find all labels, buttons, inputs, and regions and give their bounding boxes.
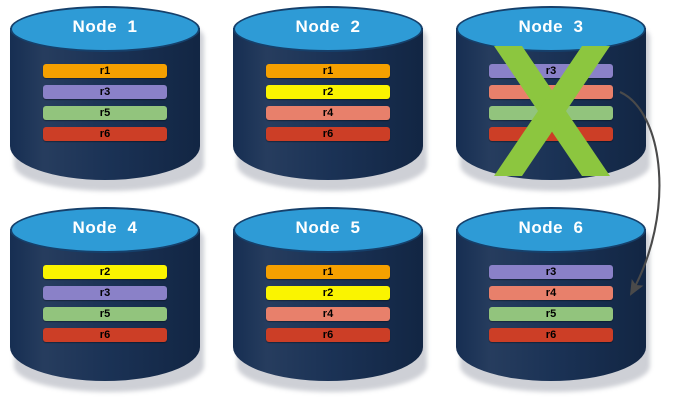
replica-bar-r2[interactable]: r2 [266,286,390,300]
replica-bar-r4[interactable]: r4 [266,106,390,120]
replica-bar-r1[interactable]: r1 [266,64,390,78]
replica-label-r1: r1 [322,266,334,278]
database-node-2[interactable]: Node 2 r1 r2 r4 r6 [233,6,427,191]
replica-label-r4: r4 [322,107,334,119]
replica-list: r3 r4 r5 r6 [489,265,613,349]
replica-label-r4: r4 [322,308,334,320]
replica-label-r1: r1 [99,65,111,77]
replica-bar-r6[interactable]: r6 [43,127,167,141]
replica-bar-r5[interactable]: r5 [43,307,167,321]
cylinder-body [456,229,646,381]
cylinder-top [10,6,200,52]
node-label: Node 1 [72,17,138,36]
replica-bar-r4[interactable]: r4 [266,307,390,321]
node-label: Node 2 [295,17,361,36]
node-label: Node 5 [295,218,361,237]
replica-bar-r5[interactable] [489,106,613,120]
replica-list: r3 [489,64,613,148]
replica-bar-r2[interactable]: r2 [266,85,390,99]
replica-label-r2: r2 [99,266,111,278]
replica-list: r1 r2 r4 r6 [266,64,390,148]
replica-list: r2 r3 r5 r6 [43,265,167,349]
cylinder-body [233,28,423,180]
replica-label-r6: r6 [99,128,111,140]
replica-label-r2: r2 [322,86,334,98]
replica-label-r6 [489,127,613,141]
replica-label-r5 [489,106,613,120]
cylinder-top [233,207,423,253]
cylinder-body [10,229,200,381]
database-node-1[interactable]: Node 1 r1 r3 r5 r6 [10,6,204,191]
replica-label-r4: r4 [545,287,557,299]
replica-label-r5: r5 [545,308,557,320]
node-label: Node 6 [518,218,584,237]
replica-label-r3: r3 [545,266,557,278]
replica-label-r6: r6 [322,128,334,140]
replica-bar-r1[interactable]: r1 [266,265,390,279]
replica-label-r6: r6 [99,329,111,341]
replica-bar-r5[interactable]: r5 [489,307,613,321]
node-label: Node 3 [518,17,584,36]
replica-label-r6: r6 [545,329,557,341]
replica-bar-r1[interactable]: r1 [43,64,167,78]
replica-bar-r6[interactable]: r6 [266,328,390,342]
cylinder-top [233,6,423,52]
replica-bar-r4[interactable]: r4 [489,286,613,300]
replica-label-r2: r2 [322,287,334,299]
cylinder-body [10,28,200,180]
database-node-3[interactable]: Node 3 r3 [456,6,650,191]
replica-label-r4 [489,85,613,99]
cylinder-top [10,207,200,253]
database-node-4[interactable]: Node 4 r2 r3 r5 r6 [10,207,204,392]
replica-label-r6: r6 [322,329,334,341]
replica-bar-r3[interactable]: r3 [43,286,167,300]
replica-bar-r6[interactable] [489,127,613,141]
node-label: Node 4 [72,218,138,237]
database-node-5[interactable]: Node 5 r1 r2 r4 r6 [233,207,427,392]
replica-label-r3: r3 [99,287,111,299]
replica-bar-r2[interactable]: r2 [43,265,167,279]
replica-bar-r6[interactable]: r6 [489,328,613,342]
replica-bar-r6[interactable]: r6 [43,328,167,342]
replica-list: r1 r3 r5 r6 [43,64,167,148]
replica-bar-r3[interactable]: r3 [489,64,613,78]
replica-bar-r3[interactable]: r3 [43,85,167,99]
replica-label-r3: r3 [99,86,111,98]
replica-bar-r6[interactable]: r6 [266,127,390,141]
replica-label-r3: r3 [545,65,557,77]
replica-bar-r4[interactable] [489,85,613,99]
replica-label-r1: r1 [322,65,334,77]
replica-bar-r3[interactable]: r3 [489,265,613,279]
cylinder-body [233,229,423,381]
database-node-6[interactable]: Node 6 r3 r4 r5 r6 [456,207,650,392]
cylinder-top [456,207,646,253]
replica-label-r5: r5 [99,308,111,320]
replica-bar-r5[interactable]: r5 [43,106,167,120]
replica-label-r5: r5 [99,107,111,119]
replica-list: r1 r2 r4 r6 [266,265,390,349]
